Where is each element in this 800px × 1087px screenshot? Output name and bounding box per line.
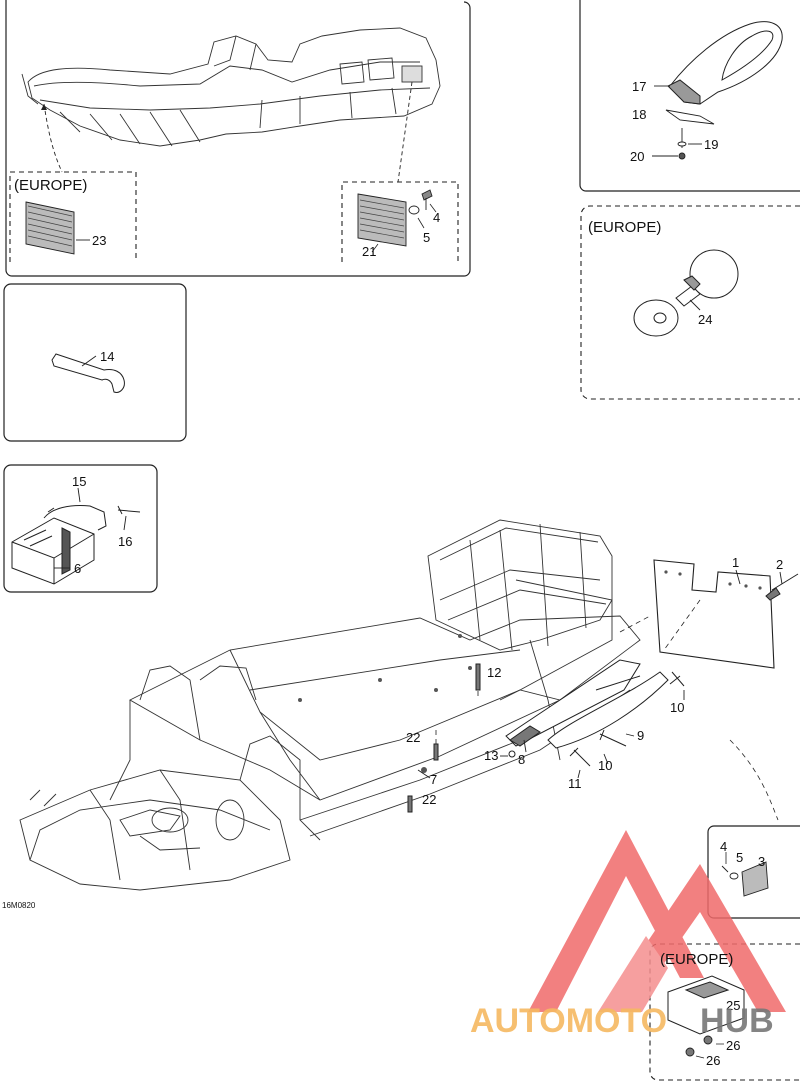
snowflap-support-8 — [505, 659, 641, 747]
snow-flap-1 — [653, 559, 775, 669]
spanner-wrench-14 — [51, 353, 125, 393]
panel-tool — [3, 283, 187, 442]
horn-24-illustration — [633, 249, 739, 337]
callout-23: 23 — [92, 233, 106, 248]
callout-22-upper: 22 — [406, 730, 420, 745]
callout-9: 9 — [637, 728, 644, 743]
callout-4-top: 4 — [433, 210, 440, 225]
callout-4-detail: 4 — [720, 839, 727, 854]
callout-5-detail: 5 — [736, 850, 743, 865]
callout-14: 14 — [100, 349, 114, 364]
callout-24: 24 — [698, 312, 712, 327]
callout-5-top: 5 — [423, 230, 430, 245]
callout-20: 20 — [630, 149, 644, 164]
callout-26-upper: 26 — [726, 1038, 740, 1053]
callout-26-lower: 26 — [706, 1053, 720, 1068]
fasteners-12-13-22 — [407, 663, 516, 813]
callout-25: 25 — [726, 998, 740, 1013]
panel-battery — [3, 464, 158, 593]
reflector-25-illustration — [667, 975, 745, 1035]
watermark-triangle-left — [528, 830, 704, 1012]
chassis-rivets — [298, 634, 472, 773]
callout-3: 3 — [758, 854, 765, 869]
screw-16 — [117, 505, 141, 515]
panel-handle — [579, 0, 800, 192]
callout-6: 6 — [74, 561, 81, 576]
rear-bumper-illustration — [21, 27, 441, 147]
region-label-europe-horn: (EUROPE) — [588, 219, 661, 236]
callout-1: 1 — [732, 555, 739, 570]
watermark-text-hub: HUB — [700, 1002, 774, 1040]
callout-15: 15 — [72, 474, 86, 489]
callout-18: 18 — [632, 107, 646, 122]
screws-26 — [685, 1035, 713, 1057]
callout-10-right: 10 — [670, 700, 684, 715]
callout-16: 16 — [118, 534, 132, 549]
watermark-triangle-inner — [598, 936, 668, 1012]
panel-europe-21 — [341, 181, 459, 262]
reflector-21-illustration — [357, 193, 407, 247]
callout-8: 8 — [518, 752, 525, 767]
reinforcement-18 — [665, 109, 715, 125]
rear-deflector-9 — [547, 671, 669, 749]
grab-handle-17 — [667, 21, 783, 105]
region-label-europe-top: (EUROPE) — [14, 177, 87, 194]
callout-22-lower: 22 — [422, 792, 436, 807]
callout-10-left: 10 — [598, 758, 612, 773]
flap-holes — [664, 570, 762, 590]
reflector-23-illustration — [25, 201, 75, 255]
screw-4-washer-5 — [408, 189, 433, 215]
callout-21: 21 — [362, 244, 376, 259]
callout-7: 7 — [430, 772, 437, 787]
watermark-logo — [528, 830, 786, 1012]
panel-top-left — [5, 0, 471, 277]
callout-17: 17 — [632, 79, 646, 94]
callout-11: 11 — [568, 776, 582, 791]
diagram-code: 16M0820 — [2, 901, 36, 910]
panel-europe-23 — [9, 171, 137, 262]
fastener-4-5 — [721, 865, 739, 880]
callout-19: 19 — [704, 137, 718, 152]
reflector-3-illustration — [741, 861, 769, 897]
fastener-19-20 — [677, 128, 687, 160]
watermark-text-automoto: AUTOMOTO — [470, 1002, 667, 1040]
region-label-europe-bottom: (EUROPE) — [660, 951, 733, 968]
screws-10-11 — [569, 671, 685, 767]
callout-13: 13 — [484, 748, 498, 763]
battery-strap-15 — [43, 505, 107, 531]
battery-6-illustration — [11, 517, 95, 585]
callout-12: 12 — [487, 665, 501, 680]
callout-2: 2 — [776, 557, 783, 572]
bolt-2 — [765, 573, 799, 601]
chassis-illustration — [19, 519, 641, 891]
